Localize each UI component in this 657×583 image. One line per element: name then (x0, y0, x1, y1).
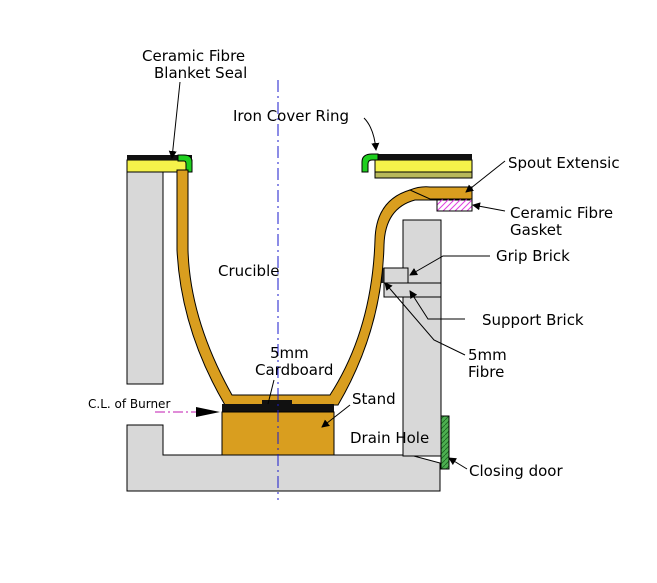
label-blanket-seal-line2: Blanket Seal (154, 64, 247, 82)
label-cardboard-line1: 5mm (270, 344, 309, 362)
right-cover-block (374, 159, 473, 173)
left-wall (126, 171, 164, 385)
label-support-brick: Support Brick (482, 311, 584, 329)
label-closing-door: Closing door (469, 462, 563, 480)
left-cover-top (127, 155, 192, 160)
label-cl-burner: C.L. of Burner (88, 397, 170, 411)
closing-door (440, 415, 450, 470)
label-iron-cover-ring: Iron Cover Ring (233, 107, 349, 125)
label-spout-extension: Spout Extensic (508, 154, 620, 172)
spout-extension (408, 186, 473, 200)
grip-brick (383, 267, 409, 284)
iron-cover-ring (361, 153, 379, 173)
label-crucible: Crucible (218, 262, 279, 280)
right-cover-top (375, 154, 472, 160)
right-wall (402, 219, 442, 457)
label-grip-brick: Grip Brick (496, 247, 570, 265)
label-cardboard-line2: Cardboard (255, 361, 333, 379)
left-cover-ring (177, 154, 193, 173)
label-fibre-line1: 5mm (468, 346, 507, 364)
ceramic-fibre-gasket (436, 198, 473, 212)
label-drain-hole: Drain Hole (350, 429, 429, 447)
olive-strip (374, 171, 473, 179)
burner-arrow (196, 407, 220, 417)
label-fibre-line2: Fibre (468, 363, 504, 381)
label-gasket-line1: Ceramic Fibre (510, 204, 613, 222)
cardboard-notch (262, 400, 292, 406)
cardboard-layer (222, 404, 334, 412)
furnace-base (126, 424, 441, 492)
label-stand: Stand (352, 390, 396, 408)
leader-lines (168, 81, 506, 470)
label-gasket-line2: Gasket (510, 221, 562, 239)
label-blanket-seal-line1: Ceramic Fibre (142, 47, 245, 65)
